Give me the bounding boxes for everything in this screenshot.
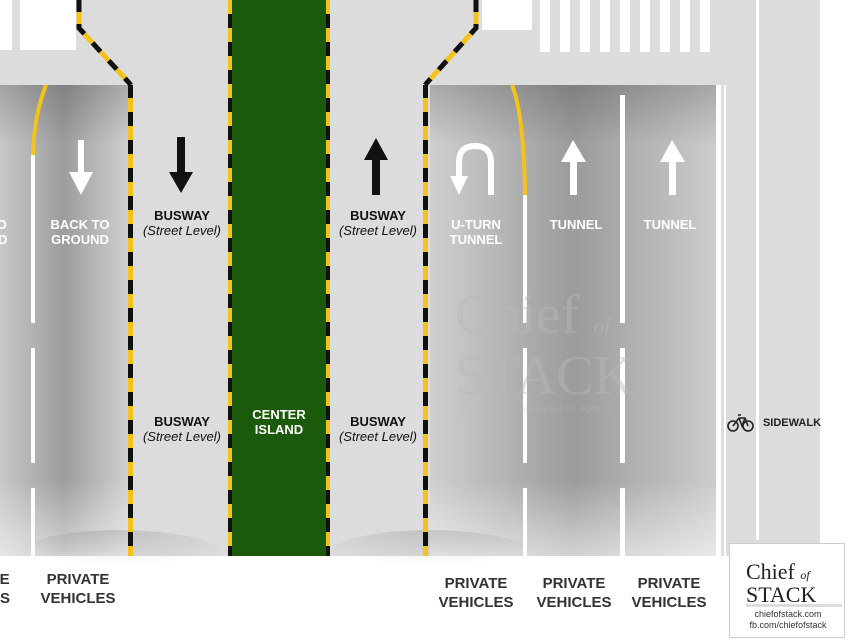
sidewalk-label: SIDEWALK (762, 417, 822, 429)
lane-label-u-turn-tunnel: U-TURN TUNNEL (449, 217, 503, 247)
brand-box: Chief of STACK chiefofstack.com fb.com/c… (729, 543, 845, 638)
sidewalk-strip (820, 0, 860, 642)
tunnel-left (0, 85, 128, 556)
bottom-label-private-vehicles: PRIVATE VEHICLES (40, 571, 116, 607)
bicycle-icon (727, 414, 754, 432)
center-island (232, 0, 326, 556)
bottom-label-private-vehicles: PRIVATE VEHICLES (631, 575, 707, 611)
busway-flare-left (76, 0, 133, 87)
watermark-name: Chief (455, 284, 580, 346)
lane-label-tunnel-1: TUNNEL (549, 217, 603, 232)
busway-label-south-top: BUSWAY (Street Level) (136, 208, 228, 239)
arrow-down-black-icon (169, 137, 193, 193)
island-edge-right (326, 0, 330, 556)
busway-subtitle: (Street Level) (142, 222, 222, 238)
uturn-arrow-head-icon (450, 176, 468, 195)
watermark-tagline: INDEPENDENT ANALYSIS OF PUBLIC POLICY (455, 405, 612, 424)
watermark-of: of (593, 313, 611, 338)
busway-edge-right (423, 85, 428, 556)
brand-stack: STACK (746, 582, 817, 607)
lane-label-back-to-ground: BACK TO GROUND (50, 217, 110, 247)
busway-edge-left (128, 85, 133, 556)
lane-label-left-1: TO ND (0, 217, 8, 247)
bottom-label-private-vehicles: PRIVATE VEHICLES (438, 575, 514, 611)
brand-tagline-bar (746, 604, 842, 607)
lane-dividers-left (31, 155, 35, 556)
curve-divider-left (31, 84, 48, 156)
busway-subtitle: (Street Level) (142, 428, 222, 444)
arrow-up-white-icon (561, 140, 586, 195)
brand-logo: Chief of STACK (746, 559, 817, 607)
busway-title: BUSWAY (350, 414, 406, 429)
busway-subtitle: (Street Level) (338, 222, 418, 238)
busway-flare-right (423, 0, 479, 87)
busway-title: BUSWAY (154, 414, 210, 429)
crosswalk-right (540, 0, 710, 52)
busway-title: BUSWAY (350, 208, 406, 223)
center-island-label: CENTER ISLAND (252, 407, 306, 437)
bottom-label-private-vehicles: PRIVATE VEHICLES (536, 575, 612, 611)
arrow-up-black-icon (364, 138, 388, 195)
crosswalk-left (0, 0, 12, 50)
busway-label-north-bottom: BUSWAY (Street Level) (332, 414, 424, 445)
curve-divider-right (510, 84, 527, 196)
arrow-up-white-icon (660, 140, 685, 195)
watermark-logo: Chief of STACK INDEPENDENT ANALYSIS OF P… (455, 287, 645, 425)
brand-of: of (800, 568, 810, 582)
busway-title: BUSWAY (154, 208, 210, 223)
bottom-label-partial: TE ES (0, 571, 10, 607)
uturn-arrow-icon (456, 142, 494, 195)
arrow-down-white-icon (69, 140, 93, 195)
lane-label-tunnel-2: TUNNEL (643, 217, 697, 232)
watermark-stack: STACK (455, 345, 635, 407)
busway-label-north-top: BUSWAY (Street Level) (332, 208, 424, 239)
brand-facebook-link[interactable]: fb.com/chiefofstack (749, 620, 827, 630)
lane-dividers-right (523, 85, 721, 556)
brand-website-link[interactable]: chiefofstack.com (754, 609, 822, 619)
busway-subtitle: (Street Level) (338, 428, 418, 444)
island-edge-left (228, 0, 232, 556)
busway-label-south-bottom: BUSWAY (Street Level) (136, 414, 228, 445)
brand-urls: chiefofstack.com fb.com/chiefofstack (730, 609, 846, 631)
brand-name: Chief (746, 559, 795, 584)
